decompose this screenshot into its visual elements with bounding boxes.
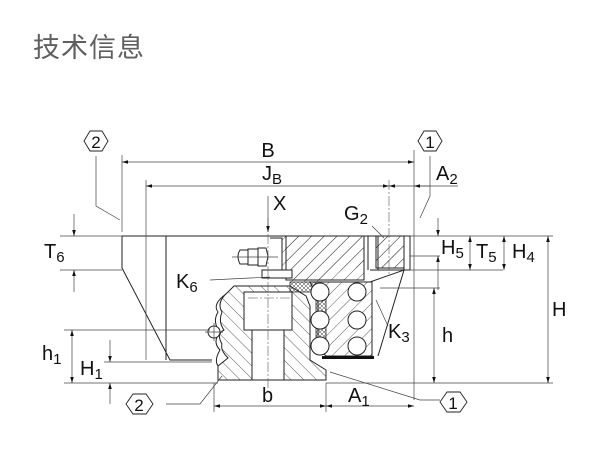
guide-rail (205, 285, 327, 381)
page-title: 技术信息 (33, 33, 145, 64)
label-K3: K3 (388, 321, 410, 346)
callout-1-bottom: 1 (439, 391, 468, 413)
label-H5: H5 (441, 237, 464, 262)
label-H1: H1 (80, 358, 103, 383)
label-b: b (262, 385, 273, 407)
label-B: B (261, 140, 274, 162)
label-H4: H4 (512, 241, 535, 266)
grease-nipple (232, 237, 293, 279)
label-h: h (442, 325, 453, 347)
callout-2-bottom-text: 2 (134, 396, 143, 415)
label-A2: A2 (436, 163, 458, 188)
label-G2: G2 (344, 203, 368, 228)
label-h1: h1 (42, 343, 61, 368)
callout-2-bottom: 2 (125, 393, 154, 415)
label-T5: T5 (476, 241, 497, 266)
label-K6: K6 (176, 271, 198, 296)
label-H: H (552, 299, 566, 321)
label-JB: JB (262, 163, 282, 188)
dimension-labels: B JB X A2 G2 T6 K6 H5 T5 H4 H K3 h h1 H1… (42, 140, 566, 410)
dimension-lines (60, 150, 553, 412)
callout-1-bottom-text: 1 (448, 394, 457, 413)
ball-bearings (310, 282, 367, 356)
callout-1-top-text: 1 (425, 133, 434, 152)
callout-1-top: 1 (417, 130, 443, 152)
label-T6: T6 (44, 241, 65, 266)
label-X: X (273, 193, 286, 215)
callout-2-top-text: 2 (91, 133, 100, 152)
callout-2-top: 2 (83, 130, 109, 152)
label-A1: A1 (348, 385, 370, 410)
